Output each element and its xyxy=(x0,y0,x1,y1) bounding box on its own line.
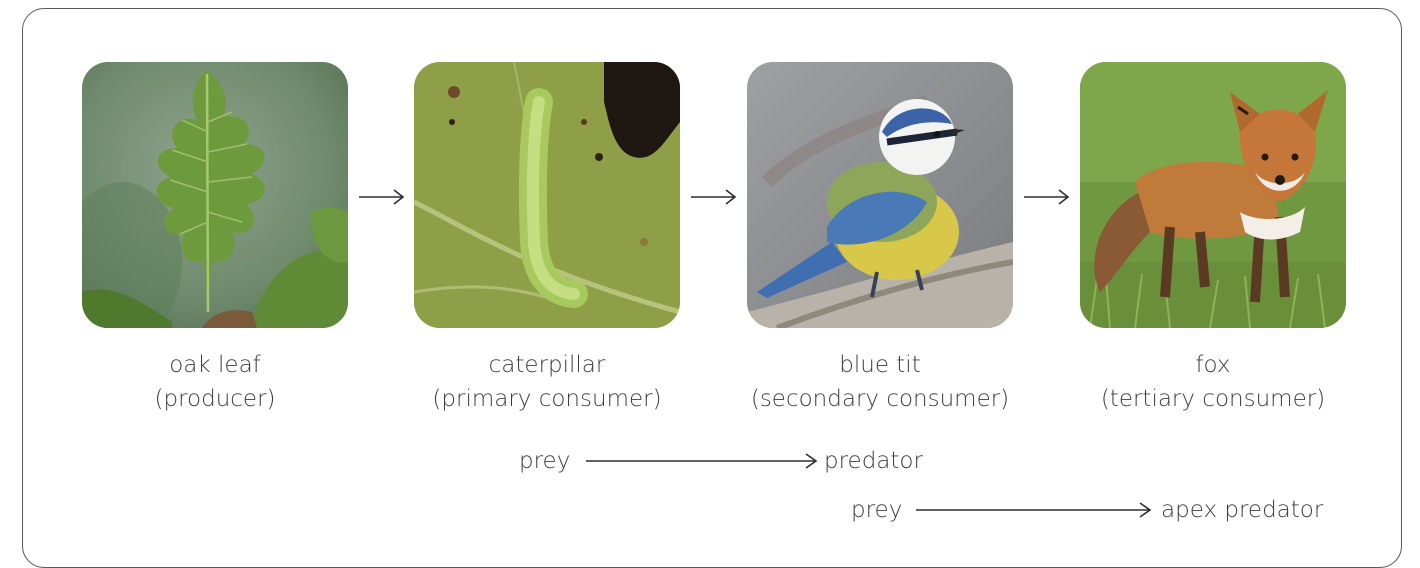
relation-2-arrow xyxy=(916,497,1152,523)
blue-tit-photo xyxy=(747,62,1013,328)
chain-arrow-3 xyxy=(1024,182,1070,212)
relation-1-arrow xyxy=(586,448,818,474)
chain-arrow-1 xyxy=(359,182,405,212)
stage-name: fox xyxy=(1043,348,1383,382)
stage-name: oak leaf xyxy=(45,348,385,382)
stage-label-blue-tit: blue tit (secondary consumer) xyxy=(710,348,1050,416)
fox-photo xyxy=(1080,62,1346,328)
relation-2-apex-predator-label: apex predator xyxy=(1161,495,1323,525)
relation-1-predator-label: predator xyxy=(824,446,923,476)
stage-role: (primary consumer) xyxy=(377,382,717,416)
stage-name: caterpillar xyxy=(377,348,717,382)
relation-2-prey-label: prey xyxy=(851,495,902,525)
stage-role: (tertiary consumer) xyxy=(1043,382,1383,416)
stage-role: (producer) xyxy=(45,382,385,416)
stage-label-oak-leaf: oak leaf (producer) xyxy=(45,348,385,416)
relation-1-prey-label: prey xyxy=(519,446,570,476)
chain-arrow-2 xyxy=(691,182,737,212)
stage-name: blue tit xyxy=(710,348,1050,382)
oak-leaf-photo xyxy=(82,62,348,328)
stage-role: (secondary consumer) xyxy=(710,382,1050,416)
stage-label-caterpillar: caterpillar (primary consumer) xyxy=(377,348,717,416)
stage-label-fox: fox (tertiary consumer) xyxy=(1043,348,1383,416)
caterpillar-photo xyxy=(414,62,680,328)
